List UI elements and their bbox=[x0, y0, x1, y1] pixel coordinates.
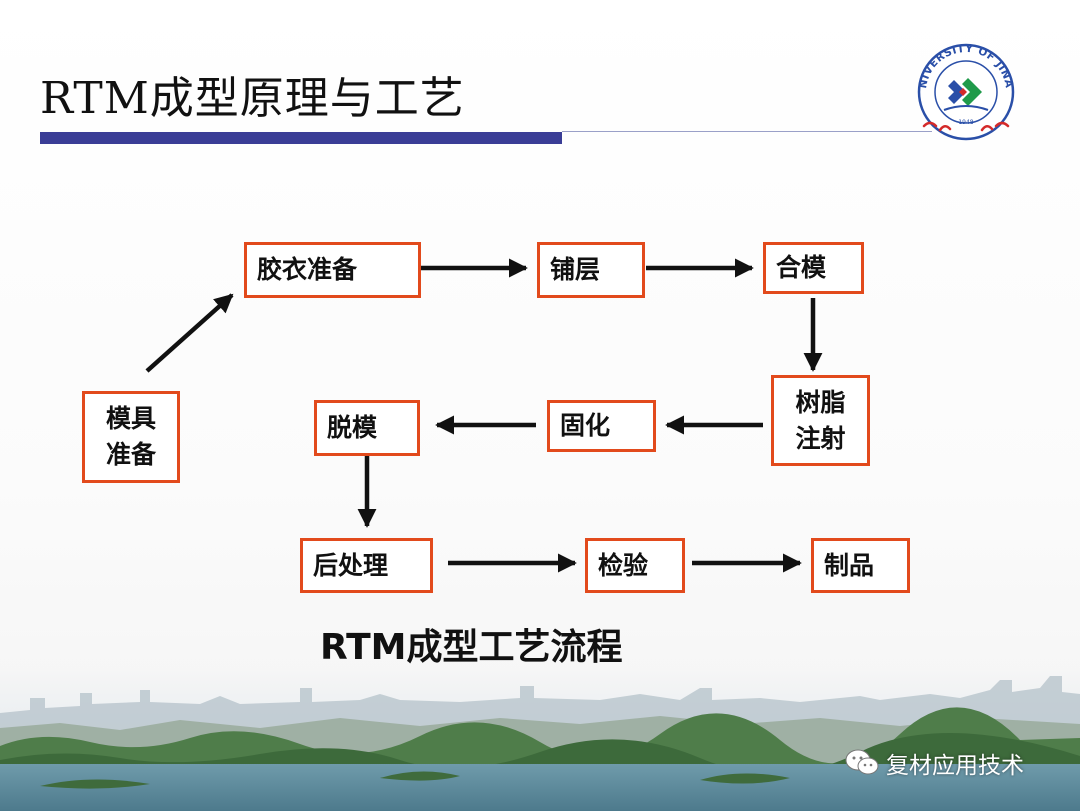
watermark: 复材应用技术 bbox=[844, 746, 1024, 780]
step-mold-prep: 模具 准备 bbox=[82, 391, 180, 483]
watermark-text: 复材应用技术 bbox=[886, 753, 1024, 779]
step-mold-prep-line1: 模具 bbox=[105, 404, 156, 433]
title-line bbox=[562, 131, 932, 132]
step-resin-inject: 树脂 注射 bbox=[771, 375, 870, 466]
step-post-process: 后处理 bbox=[300, 538, 433, 593]
flow-caption: RTM成型工艺流程 bbox=[320, 618, 623, 670]
step-layup: 铺层 bbox=[537, 242, 645, 298]
step-inspect: 检验 bbox=[585, 538, 685, 593]
step-mold-prep-line2: 准备 bbox=[105, 440, 156, 469]
step-cure: 固化 bbox=[547, 400, 656, 452]
step-mold-close: 合模 bbox=[763, 242, 864, 294]
step-product: 制品 bbox=[811, 538, 910, 593]
step-gel-prep: 胶衣准备 bbox=[244, 242, 421, 298]
step-resin-inject-line1: 树脂 bbox=[795, 387, 846, 417]
arrow-mold-to-gel bbox=[145, 293, 234, 373]
slide-title: RTM成型原理与工艺 bbox=[40, 73, 465, 124]
caption-latin: RTM bbox=[320, 627, 407, 668]
logo-year: 1948 bbox=[958, 119, 973, 126]
university-logo: UNIVERSITY OF JINAN 1948 bbox=[910, 40, 1014, 141]
step-demold: 脱模 bbox=[314, 400, 420, 456]
caption-rest: 成型工艺流程 bbox=[406, 626, 623, 668]
step-resin-inject-line2: 注射 bbox=[795, 423, 846, 453]
city-skyline-image bbox=[0, 668, 1080, 811]
wechat-icon bbox=[845, 749, 879, 775]
title-bar bbox=[40, 132, 562, 144]
